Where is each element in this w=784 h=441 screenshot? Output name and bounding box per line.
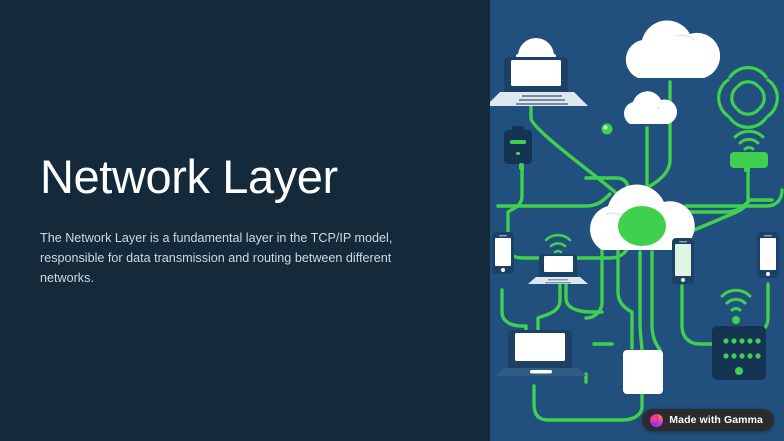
cloud-core-icon — [590, 184, 695, 250]
laptop-icon — [496, 330, 586, 376]
made-with-gamma-badge[interactable]: Made with Gamma — [642, 409, 774, 431]
wifi-icon — [720, 288, 752, 324]
wireless-signal-icon — [717, 66, 779, 129]
gamma-badge-label: Made with Gamma — [669, 414, 763, 426]
page-description: The Network Layer is a fundamental layer… — [40, 230, 393, 286]
cloud-icon — [625, 20, 721, 78]
illustration-panel: .ln { stroke:#3fd14d; stroke-width:3.4; … — [490, 0, 784, 441]
network-diagram-illustration: .ln { stroke:#3fd14d; stroke-width:3.4; … — [490, 20, 784, 422]
server-rack-icon — [712, 326, 766, 380]
dome-icon — [516, 38, 556, 58]
page-title: Network Layer — [40, 150, 338, 204]
status-dot-icon — [601, 123, 613, 135]
smartphone-icon — [672, 238, 694, 284]
smartphone-icon — [757, 232, 779, 278]
smartphone-icon — [492, 232, 514, 274]
switch-icon — [623, 350, 663, 394]
left-content-panel: Network Layer The Network Layer is a fun… — [40, 150, 393, 286]
cloud-icon — [624, 91, 677, 124]
wifi-icon — [733, 129, 765, 151]
gamma-logo-icon — [650, 413, 664, 427]
router-icon — [730, 152, 768, 172]
wifi-icon — [544, 233, 572, 254]
laptop-wifi-icon — [528, 254, 588, 284]
modem-icon — [504, 126, 532, 170]
laptop-icon — [490, 57, 588, 106]
